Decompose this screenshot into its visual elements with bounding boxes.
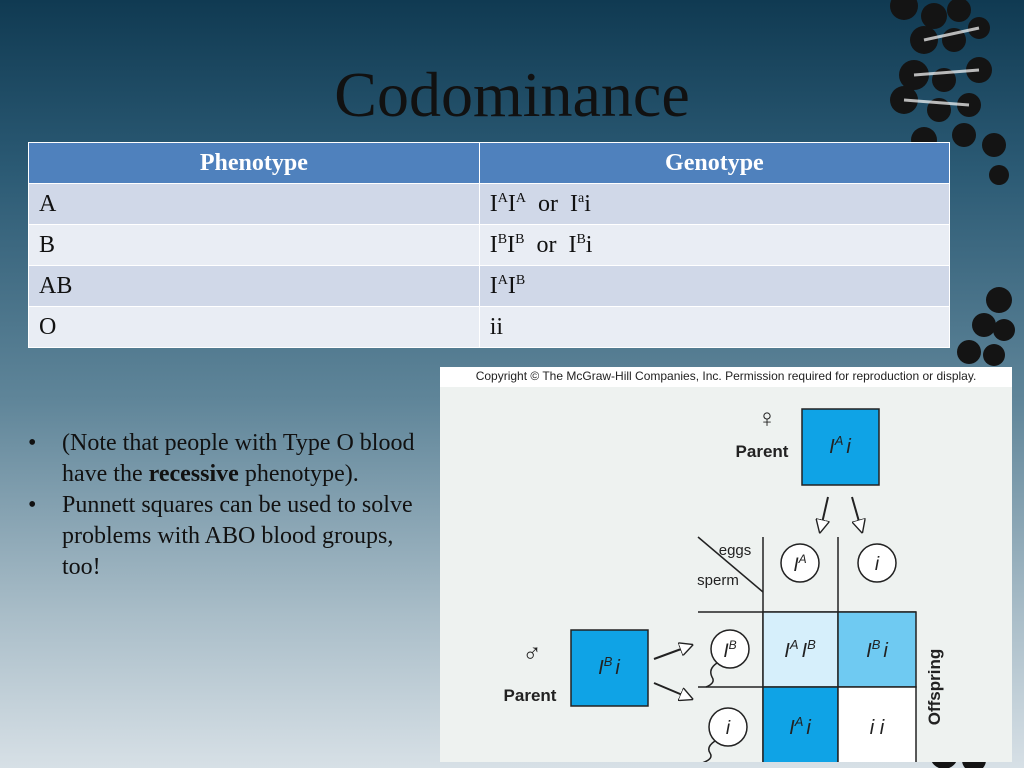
bullet-marker: • — [28, 492, 37, 518]
sperm-allele: IB — [723, 638, 736, 662]
allele-superscript: a — [578, 190, 585, 206]
genotype-cell: IAIB — [478, 265, 951, 307]
male-parent-box — [570, 629, 649, 707]
female-parent-box — [801, 408, 880, 486]
bullet-list: • (Note that people with Type O blood hav… — [28, 428, 428, 583]
sperm-circle — [710, 629, 750, 669]
header-phenotype: Phenotype — [28, 142, 480, 184]
slide-title: Codominance — [334, 59, 690, 130]
egg-allele: IA — [793, 552, 806, 576]
allele-superscript: B — [515, 272, 526, 288]
allele: I — [489, 272, 498, 299]
allele: i — [585, 231, 593, 258]
male-symbol-icon: ♂ — [522, 638, 542, 668]
arrow-down-right — [851, 496, 862, 532]
table-row: AB IAIB — [28, 265, 951, 307]
punnett-figure: Copyright © The McGraw-Hill Companies, I… — [440, 367, 1012, 762]
or-text: or — [536, 231, 557, 258]
bullet-text: Punnett squares can be used to solve pro… — [62, 492, 413, 580]
allele: I — [507, 190, 516, 217]
female-symbol-icon: ♀ — [757, 403, 777, 433]
bullet-text: phenotype). — [238, 461, 359, 487]
bullet-text: (Note that people with Type O blood have… — [62, 430, 415, 487]
allele-superscript: A — [515, 190, 527, 206]
allele: I — [489, 231, 498, 258]
sperm-label: sperm — [697, 572, 739, 589]
or-text: or — [538, 190, 559, 217]
bullet-item: • (Note that people with Type O blood hav… — [28, 428, 428, 490]
offspring-cell — [837, 611, 917, 688]
sperm-tail — [705, 662, 718, 688]
bullet-marker: • — [28, 430, 37, 456]
dna-helix-decoration — [890, 0, 1015, 768]
arrow-right-up — [653, 645, 692, 660]
diagonal-divider — [697, 536, 764, 593]
sperm-allele: i — [726, 718, 731, 739]
allele-superscript: B — [515, 231, 525, 247]
phenotype-cell: B — [28, 224, 480, 266]
sperm-tail — [702, 740, 716, 762]
genotype-cell: ii — [478, 306, 951, 348]
sperm-circle — [708, 707, 748, 747]
egg-circle — [780, 543, 820, 583]
offspring-genotype: i i — [870, 717, 885, 739]
egg-allele: i — [875, 554, 880, 575]
allele: I — [507, 231, 516, 258]
bullet-item: • Punnett squares can be used to solve pr… — [28, 490, 428, 583]
copyright-notice: Copyright © The McGraw-Hill Companies, I… — [440, 367, 1012, 387]
offspring-label: Offspring — [925, 649, 944, 726]
table-row: O ii — [28, 306, 951, 348]
allele: I — [570, 190, 579, 217]
allele: i — [584, 190, 591, 217]
allele-superscript: A — [497, 190, 508, 206]
allele-superscript: B — [576, 231, 586, 247]
allele: I — [489, 190, 498, 217]
phenotype-cell: O — [28, 306, 480, 348]
arrow-down-left — [820, 496, 828, 532]
allele-superscript: A — [497, 272, 508, 288]
phenotype-cell: AB — [28, 265, 480, 307]
allele: I — [568, 231, 577, 258]
egg-circle — [857, 543, 897, 583]
eggs-label: eggs — [719, 542, 752, 559]
allele-superscript: B — [497, 231, 508, 247]
allele: I — [507, 272, 516, 299]
phenotype-cell: A — [28, 183, 480, 225]
table-header-row: Phenotype Genotype — [28, 142, 951, 184]
offspring-cell — [837, 686, 917, 762]
male-parent-label: Parent — [504, 686, 557, 705]
offspring-cell — [762, 686, 839, 762]
arrow-right-down — [653, 682, 692, 699]
offspring-cell — [762, 611, 839, 688]
bullet-bold-text: recessive — [148, 461, 239, 487]
female-parent-label: Parent — [736, 442, 789, 461]
header-genotype: Genotype — [478, 142, 951, 184]
